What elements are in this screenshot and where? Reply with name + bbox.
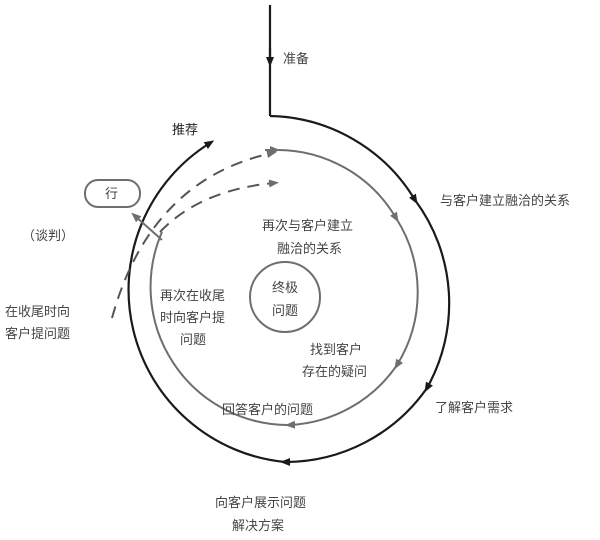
label-ask-at-close-2: 客户提问题 xyxy=(5,326,70,342)
outer-arc-4 xyxy=(127,140,286,464)
outer-cycle xyxy=(127,5,451,467)
label-answer: 回答客户的问题 xyxy=(222,402,313,418)
dashed-arc-inner xyxy=(159,179,279,233)
label-find-doubts-1: 找到客户 xyxy=(310,342,362,358)
label-action: 行 xyxy=(105,187,118,202)
dashed-arc-outer xyxy=(111,150,277,319)
inner-arc-3 xyxy=(285,364,398,429)
outer-arc-2 xyxy=(414,199,451,393)
label-find-doubts-2: 存在的疑问 xyxy=(302,364,367,380)
action-pill xyxy=(84,179,141,208)
inner-arc-4 xyxy=(149,231,291,427)
inner-cycle xyxy=(131,146,419,429)
ultimate-question-circle xyxy=(249,261,321,333)
label-present-2: 解决方案 xyxy=(232,518,284,534)
label-ask-again-3: 问题 xyxy=(180,333,206,348)
outer-arc-3 xyxy=(280,387,428,467)
label-ask-again-1: 再次在收尾 xyxy=(160,288,225,304)
label-ask-again-2: 时向客户提 xyxy=(160,310,225,326)
label-ask-at-close-1: 在收尾时向 xyxy=(5,304,70,320)
label-ultimate-2: 问题 xyxy=(272,304,298,319)
inner-arc-2 xyxy=(394,217,419,370)
dashed-paths xyxy=(111,150,279,319)
inner-arc-1 xyxy=(274,148,399,223)
label-prepare: 准备 xyxy=(283,51,309,67)
label-recommend: 推荐 xyxy=(172,123,198,138)
label-build-rapport: 与客户建立融洽的关系 xyxy=(440,193,570,209)
outer-arc-1 xyxy=(269,114,418,205)
to-action-arrow-icon xyxy=(131,212,163,241)
label-rebuild-rapport-1: 再次与客户建立 xyxy=(262,218,353,234)
label-needs: 了解客户需求 xyxy=(435,400,513,416)
label-rebuild-rapport-2: 融洽的关系 xyxy=(277,241,342,257)
label-present-1: 向客户展示问题 xyxy=(215,495,306,511)
label-negotiate: （谈判） xyxy=(22,229,74,244)
label-ultimate-1: 终极 xyxy=(272,280,298,296)
